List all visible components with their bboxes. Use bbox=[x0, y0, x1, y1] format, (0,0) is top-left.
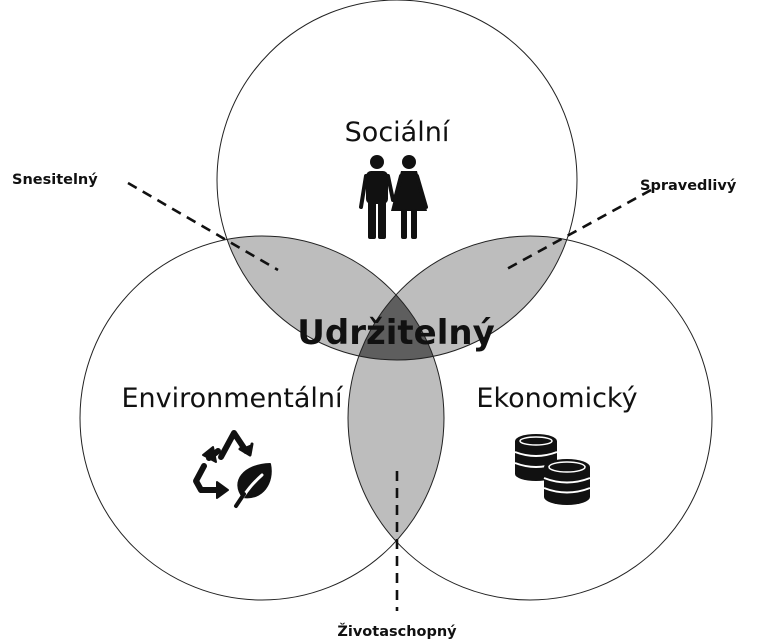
overlap-social-economic bbox=[348, 236, 577, 360]
circle-economic bbox=[347, 235, 713, 601]
overlap-label-zivotaschopny: Životaschopný bbox=[337, 623, 457, 640]
circle-label-environmental: Environmentální bbox=[121, 383, 344, 414]
pointer-line-snesitelny bbox=[127, 181, 279, 272]
center-label: Udržitelný bbox=[297, 313, 495, 353]
circle-label-social: Sociální bbox=[345, 117, 451, 148]
circle-label-economic: Ekonomický bbox=[476, 383, 637, 414]
coins-icon bbox=[514, 434, 591, 505]
pointer-line-spravedlivy bbox=[504, 188, 652, 272]
recycle-leaf-icon bbox=[193, 430, 272, 508]
overlap-label-snesitelny: Snesitelný bbox=[12, 172, 98, 188]
overlap-social-environmental bbox=[217, 236, 444, 360]
people-icon bbox=[359, 155, 428, 239]
circle-environmental bbox=[79, 235, 445, 601]
overlap-label-spravedlivy: Spravedlivý bbox=[640, 178, 737, 194]
circle-social bbox=[216, 0, 578, 361]
